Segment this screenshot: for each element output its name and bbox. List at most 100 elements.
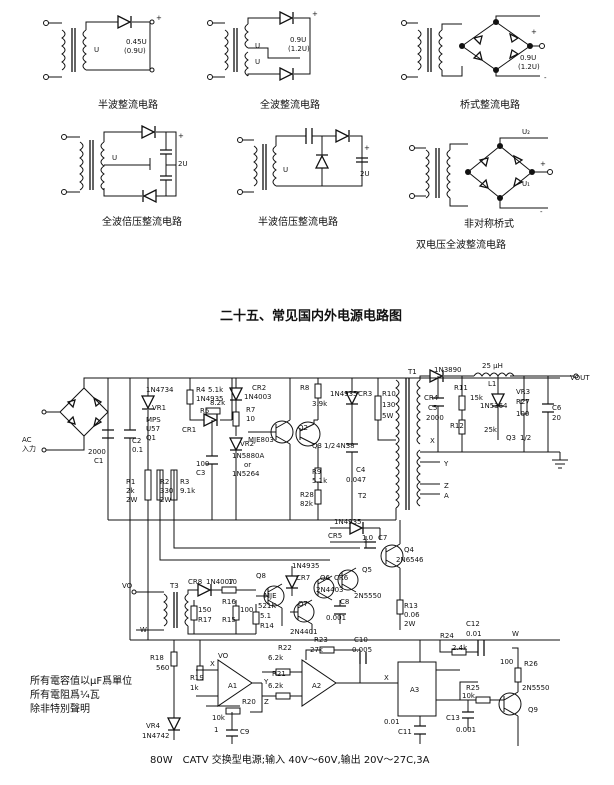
c5-value: 2000 [426, 414, 444, 422]
r23-label: R23 [314, 636, 328, 644]
node-a: A [444, 492, 449, 500]
hwd-u-label: U [283, 166, 288, 174]
q1-label-a: MPS [146, 416, 161, 424]
br-value-alt: (1.2U) [518, 63, 540, 71]
r25-label: R25 [466, 684, 480, 692]
br-plus-label: + [531, 28, 537, 36]
q8-sub: 521K [258, 602, 276, 610]
c9-value: 1 [214, 726, 218, 734]
main-schematic: AC 入力 2000 C1 C2 0.1 1N4734 VR1 MPS U57 … [22, 362, 590, 746]
section-title: 二十五、常见国内外电源电路图 [220, 308, 402, 324]
t2-label: T2 [357, 492, 367, 500]
r11-value: 15k [470, 394, 484, 402]
note-2: 所有電阻爲¼瓦 [30, 688, 100, 701]
r12-value: 25k [484, 426, 498, 434]
r1-label: R1 [126, 478, 135, 486]
note-1: 所有電容值以µF爲單位 [30, 674, 132, 687]
vr1-label: VR1 [152, 404, 166, 412]
r13-sub: 2W [404, 620, 415, 628]
r10-label: R10 [382, 390, 396, 398]
c13-value: 0.001 [456, 726, 476, 734]
asym-bridge-circuit: U₂ + U₁ - 非对称桥式 [409, 128, 553, 230]
q2-label: Q2 [298, 424, 308, 432]
br-caption: 桥式整流电路 [460, 98, 520, 111]
fwd-u-label: U [112, 154, 117, 162]
c1-value: 2000 [88, 448, 106, 456]
c4-value: 0.047 [346, 476, 366, 484]
hwd-plus-label: + [364, 144, 370, 152]
r9-value: 5.1k [312, 477, 328, 485]
node-y-a2: Y [263, 678, 269, 686]
vr3-value: 1N5364 [480, 402, 508, 410]
c12-label: C12 [466, 620, 480, 628]
r21-value: 6.2k [268, 682, 284, 690]
r12-label: R12 [450, 422, 464, 430]
cr7-value: 1N4935 [292, 562, 320, 570]
fwd-value: 2U [178, 160, 188, 168]
vr1-part: 1N4734 [146, 386, 174, 394]
r24-value: 2.4k [452, 644, 468, 652]
hwd-value: 2U [360, 170, 370, 178]
c8-value: 0.001 [326, 614, 346, 622]
r16-label: R16 [222, 598, 236, 606]
r13-label: R13 [404, 602, 418, 610]
r8-label: R8 [300, 384, 309, 392]
q1-label-b: U57 [146, 425, 160, 433]
r27-label: R27 [516, 398, 530, 406]
r11-label: R11 [454, 384, 468, 392]
r20-label: R20 [242, 698, 256, 706]
c4-label: C4 [356, 466, 366, 474]
hwd-caption: 半波倍压整流电路 [258, 215, 338, 228]
a3-label: A3 [410, 686, 419, 694]
q8-value: MJE [264, 592, 277, 600]
c10-value: 0.005 [352, 646, 372, 654]
cr6-label: CR6 [334, 574, 349, 582]
vr2-or: or [244, 461, 251, 469]
fwd-caption: 全波倍压整流电路 [102, 215, 182, 228]
r14-value: 5.1 [260, 612, 271, 620]
q5-value: 2N5550 [354, 592, 382, 600]
c2-value: 0.1 [132, 446, 143, 454]
r4-label: R4 [196, 386, 206, 394]
c8-label: C8 [340, 598, 349, 606]
r3-label: R3 [180, 478, 189, 486]
cr3-part: 1N4935 [330, 390, 358, 398]
node-x-top: X [430, 437, 435, 445]
node-x-a3: X [384, 674, 389, 682]
cr5-label: CR5 [328, 532, 342, 540]
note-3: 除非特別聲明 [30, 702, 90, 715]
r28-label: R28 [300, 491, 314, 499]
cr7-label: CR7 [296, 574, 310, 582]
r9-label: R9 [312, 468, 321, 476]
q7-value: 2N4401 [290, 628, 318, 636]
q3-value: 1/2 [324, 442, 335, 450]
q4-label: Q4 [404, 546, 415, 554]
vo-label-a: VO [122, 582, 133, 590]
c6-label: C6 [552, 404, 562, 412]
r18-value: 560 [156, 664, 169, 672]
a2-label: A2 [312, 682, 321, 690]
r22-label: R22 [278, 644, 292, 652]
cr4-label: CR4 [424, 394, 439, 402]
r4-value: 5.1k [208, 386, 224, 394]
q9-value: 2N5550 [522, 684, 550, 692]
r27-value: 100 [516, 410, 529, 418]
dual-voltage-caption: 双电压全波整流电路 [416, 238, 506, 251]
fw-u1-label: U [255, 42, 260, 50]
vout-label: VOUT [570, 374, 590, 382]
ab-u2-label: U₂ [522, 128, 530, 136]
r10-sub: 5W [382, 412, 393, 420]
q3-part: 4N38 [336, 442, 355, 450]
hw-value-alt: (0.9U) [124, 47, 146, 55]
vo-label-b: VO [218, 652, 229, 660]
c3-value: 100 [196, 460, 209, 468]
q3b-label: Q3 [506, 434, 516, 442]
node-z-a2: Z [264, 698, 269, 706]
fw-value: 0.9U [290, 36, 306, 44]
c11-label: C11 [398, 728, 412, 736]
br-value: 0.9U [520, 54, 536, 62]
r2-label: R2 [160, 478, 169, 486]
cr3-label: CR3 [358, 390, 372, 398]
vr4-label: VR4 [146, 722, 161, 730]
